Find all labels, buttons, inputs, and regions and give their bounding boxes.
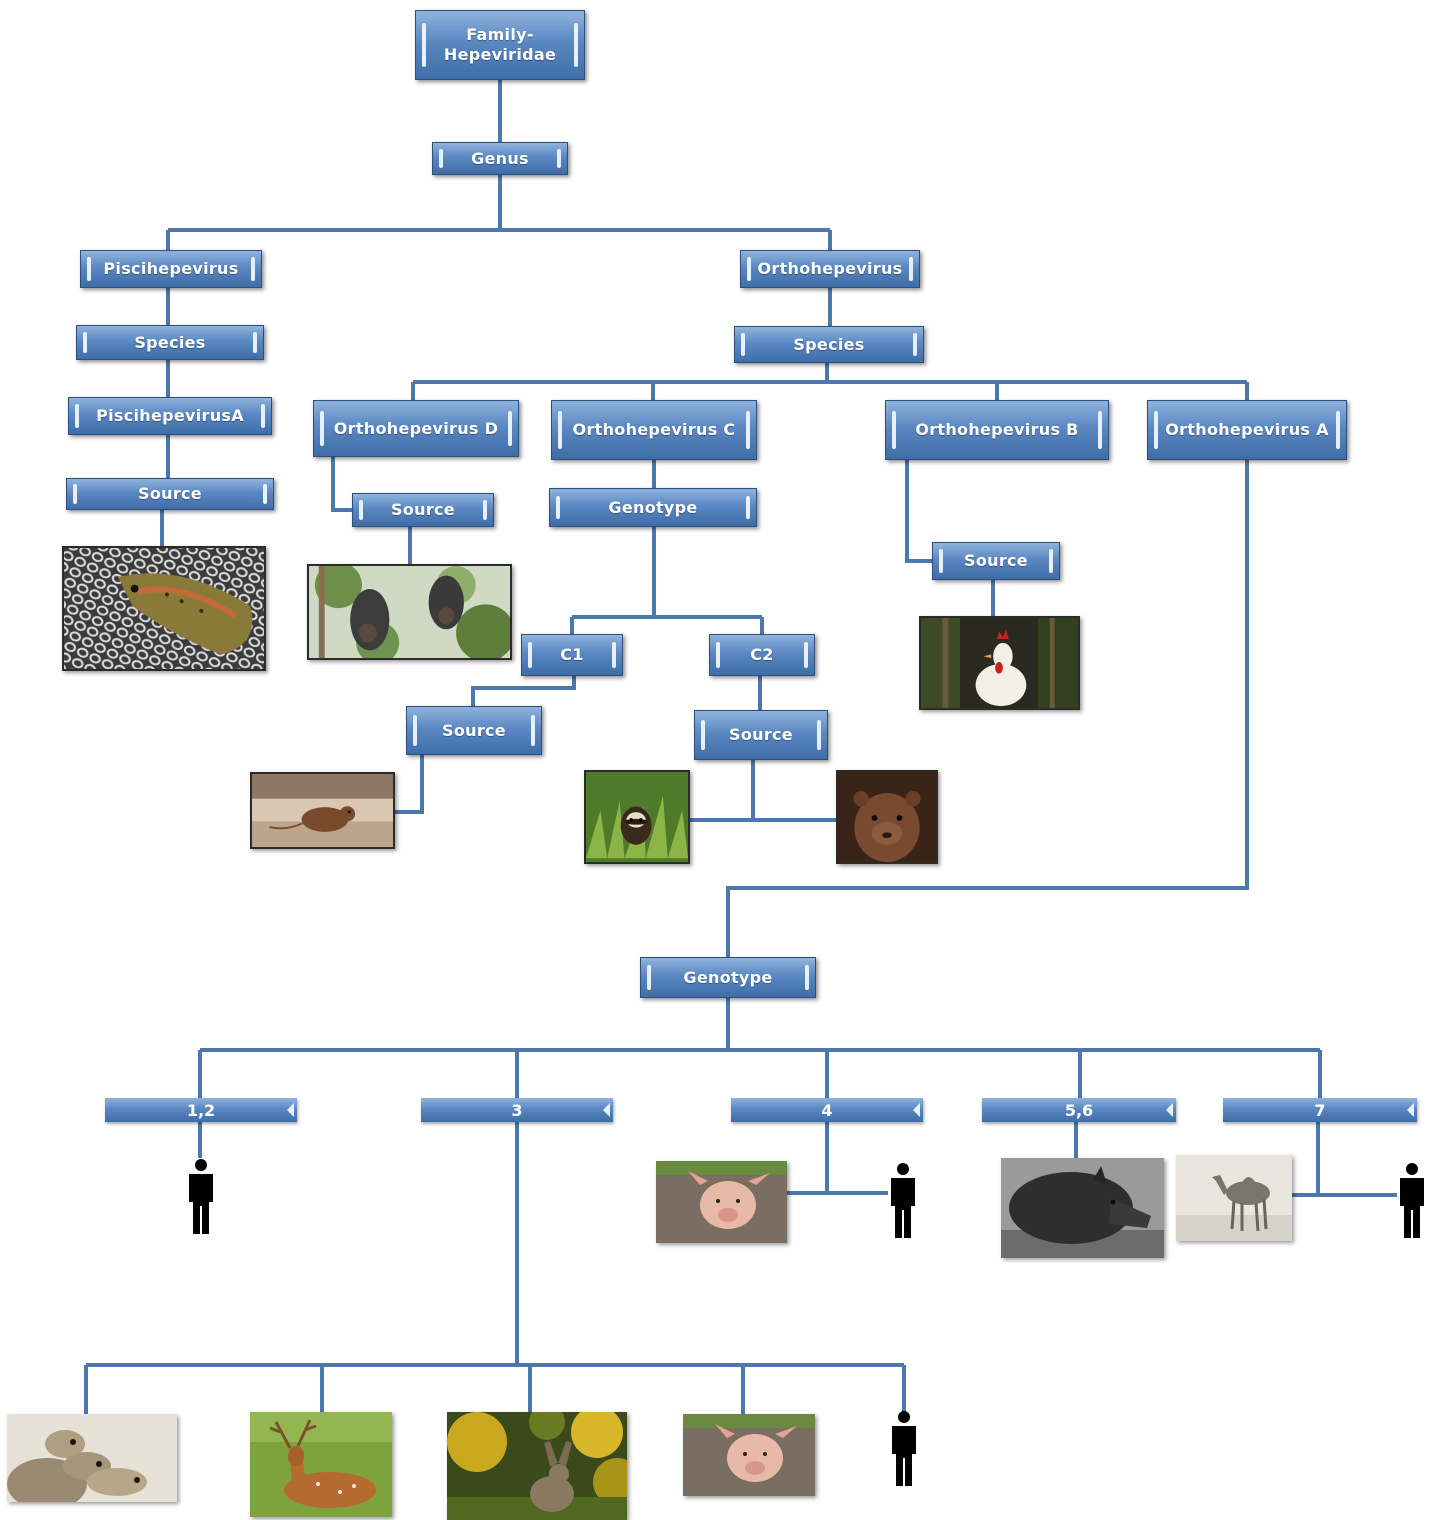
orthohepevirus-a-genotype-box: Genotype [640,957,816,998]
human-icon-genotype-7 [1397,1162,1427,1238]
genotype-5-6-bar: 5,6 [982,1098,1176,1122]
piscihepevirus-label: Piscihepevirus [103,259,239,278]
orthohepevirus-c-box: Orthohepevirus C [551,400,757,460]
genus-box: Genus [432,142,568,175]
genotype-4-label: 4 [821,1100,833,1120]
orthohepevirus-c-genotype-box: Genotype [549,488,757,527]
pig-photo-genotype-3 [683,1414,815,1496]
orthohepevirus-species-label: Species [793,334,865,354]
genotype-7-bar: 7 [1223,1098,1417,1122]
c2-box: C2 [709,634,815,676]
piscihepevirus-source-label: Source [138,484,202,503]
c1-source-label: Source [442,720,506,740]
piscihepevirus-species-box: Species [76,325,264,360]
family-label: Family- Hepeviridae [443,25,557,64]
orthohepevirus-c-genotype-label: Genotype [608,497,698,517]
orthohepevirus-a-genotype-label: Genotype [683,967,773,987]
meerkat-photo [7,1414,177,1502]
genotype-1-2-bar: 1,2 [105,1098,297,1122]
mink-photo [836,770,938,864]
piscihepevirus-a-box: PiscihepevirusA [68,397,272,435]
genotype-4-bar: 4 [731,1098,923,1122]
family-box: Family- Hepeviridae [415,10,585,80]
orthohepevirus-a-box: Orthohepevirus A [1147,400,1347,460]
c2-source-label: Source [729,725,793,744]
orthohepevirus-d-box: Orthohepevirus D [313,400,519,457]
c1-label: C1 [560,645,584,664]
piscihepevirus-a-label: PiscihepevirusA [96,406,244,425]
orthohepevirus-species-box: Species [734,326,924,363]
c2-source-box: Source [694,710,828,760]
c1-box: C1 [521,634,623,676]
genotype-1-2-label: 1,2 [186,1100,216,1120]
orthohepevirus-b-box: Orthohepevirus B [885,400,1109,460]
trout-photo [62,546,266,671]
orthohepevirus-b-label: Orthohepevirus B [915,420,1079,439]
orthohepevirus-label: Orthohepevirus [757,259,903,278]
orthohepevirus-c-label: Orthohepevirus C [572,420,736,439]
genotype-3-bar: 3 [421,1098,613,1122]
genotype-3-label: 3 [511,1100,523,1120]
wild-boar-photo [1001,1158,1164,1258]
piscihepevirus-species-label: Species [134,332,206,352]
orthohepevirus-b-source-label: Source [964,551,1028,570]
piscihepevirus-source-box: Source [66,478,274,510]
rabbit-photo [447,1412,627,1520]
chicken-photo [919,616,1080,710]
rat-photo [250,772,395,849]
bat-photo [307,564,512,660]
genus-label: Genus [471,148,529,168]
human-icon-genotype-3 [889,1410,919,1486]
ferret-photo [584,770,690,864]
orthohepevirus-b-source-box: Source [932,542,1060,580]
orthohepevirus-a-label: Orthohepevirus A [1165,420,1329,439]
camel-photo [1176,1155,1292,1241]
pig-photo-genotype-4 [656,1161,787,1243]
piscihepevirus-box: Piscihepevirus [80,250,262,288]
c2-label: C2 [750,645,774,664]
human-icon-genotype-1-2 [186,1158,216,1234]
orthohepevirus-d-label: Orthohepevirus D [333,418,499,438]
genotype-7-label: 7 [1314,1100,1326,1120]
c1-source-box: Source [406,706,542,755]
deer-photo [250,1412,392,1517]
orthohepevirus-d-source-box: Source [352,493,494,527]
orthohepevirus-d-source-label: Source [391,500,455,519]
genotype-5-6-label: 5,6 [1064,1100,1094,1120]
human-icon-genotype-4 [888,1162,918,1238]
orthohepevirus-box: Orthohepevirus [740,250,920,288]
